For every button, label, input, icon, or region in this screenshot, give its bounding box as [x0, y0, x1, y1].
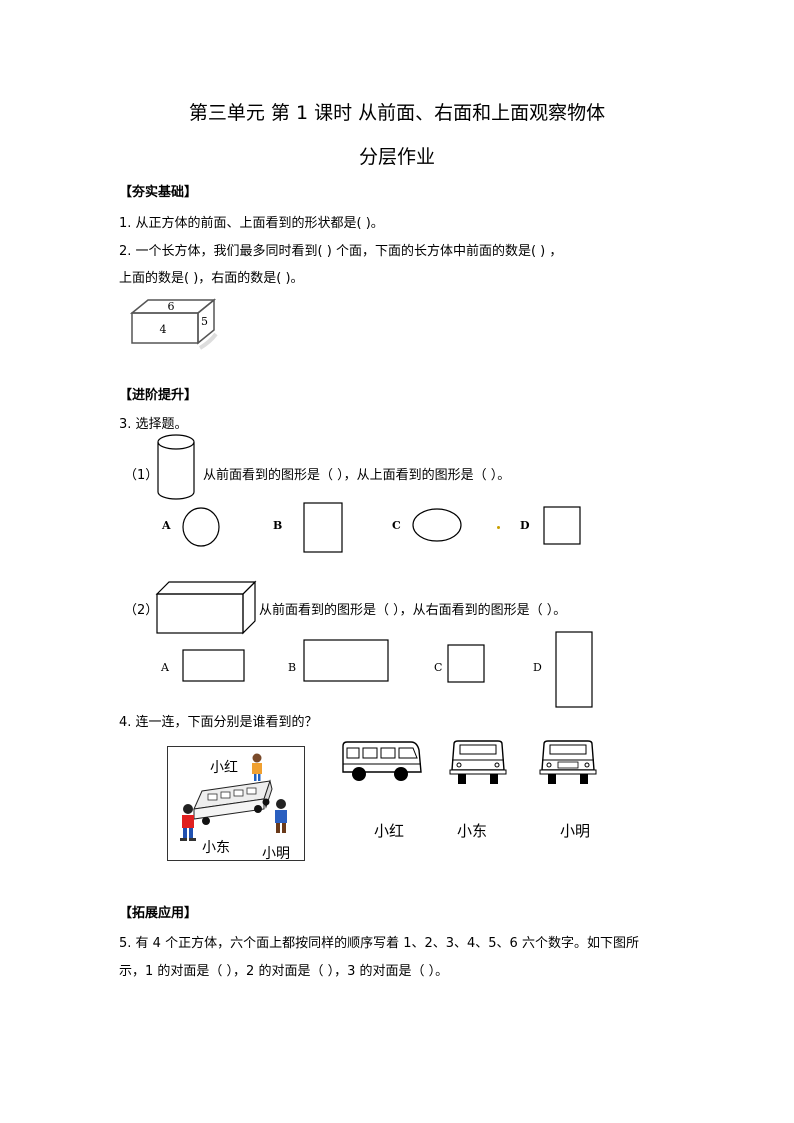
- q3-2-option-d-rectangle: [555, 631, 593, 708]
- question-3: 3. 选择题。: [119, 417, 188, 432]
- question-1: 1. 从正方体的前面、上面看到的形状都是( )。: [119, 216, 384, 231]
- q3-2-option-c-label: C: [434, 661, 443, 674]
- question-5-line-1: 5. 有 4 个正方体，六个面上都按同样的顺序写着 1、2、3、4、5、6 六个…: [119, 936, 639, 951]
- question-3-1-number: （1）: [124, 468, 159, 483]
- q3-2-option-b-label: B: [288, 661, 297, 674]
- q3-2-option-a-rectangle: [182, 649, 245, 682]
- question-4: 4. 连一连，下面分别是谁看到的？: [119, 715, 318, 730]
- q3-1-option-b-label: B: [273, 519, 283, 532]
- cylinder-figure: [157, 434, 195, 500]
- van-front-view: [449, 740, 507, 784]
- viewing-scene-picture: 小红 小东 小明: [167, 746, 305, 862]
- q3-1-option-a-circle: [182, 507, 220, 547]
- q3-1-option-d-square: [543, 506, 581, 545]
- question-3-2-number: （2）: [124, 603, 159, 618]
- q3-1-option-b-rectangle: [303, 502, 343, 553]
- question-5-line-2: 示，1 的对面是（ ），2 的对面是（ ），3 的对面是（ ）。: [119, 964, 449, 979]
- q3-1-option-d-label: D: [520, 519, 530, 532]
- cuboid-top-number: 6: [168, 300, 175, 313]
- scene-name-xiaodong: 小东: [202, 840, 230, 856]
- q3-2-option-b-rectangle: [303, 639, 389, 682]
- scene-name-xiaoming: 小明: [262, 846, 290, 862]
- q3-1-option-c-label: C: [392, 519, 401, 532]
- match-label-xiaohong: 小红: [374, 822, 405, 840]
- cuboid-front-number: 4: [160, 323, 167, 336]
- q3-1-option-c-ellipse: [412, 508, 462, 542]
- section-extend-heading: 【拓展应用】: [119, 906, 198, 921]
- question-3-1-text: 从前面看到的图形是（ ），从上面看到的图形是（ ）。: [203, 468, 511, 483]
- question-2-line-2: 上面的数是( )，右面的数是( )。: [119, 271, 304, 286]
- q3-1-option-a-label: A: [162, 519, 171, 532]
- cuboid-figure-2: [155, 580, 257, 635]
- match-label-xiaoming: 小明: [560, 822, 591, 840]
- scene-name-xiaohong: 小红: [210, 760, 238, 776]
- van-back-view: [539, 740, 597, 784]
- q3-2-option-a-label: A: [161, 661, 169, 674]
- cuboid-figure: 6 4 5: [129, 298, 218, 350]
- match-label-xiaodong: 小东: [457, 822, 488, 840]
- cuboid-right-number: 5: [201, 315, 208, 328]
- van-side-view: [342, 741, 422, 781]
- q3-2-option-c-square: [447, 644, 485, 683]
- q3-2-option-d-label: D: [533, 661, 542, 674]
- dot-mark: [497, 526, 500, 529]
- question-2-line-1: 2. 一个长方体，我们最多同时看到( ) 个面，下面的长方体中前面的数是( ) …: [119, 244, 563, 259]
- page-subtitle: 分层作业: [358, 146, 435, 168]
- question-3-2-text: 从前面看到的图形是（ ），从右面看到的图形是（ ）。: [259, 603, 567, 618]
- section-advanced-heading: 【进阶提升】: [119, 388, 198, 403]
- section-basic-heading: 【夯实基础】: [119, 185, 198, 200]
- page-title: 第三单元 第 1 课时 从前面、右面和上面观察物体: [188, 102, 606, 124]
